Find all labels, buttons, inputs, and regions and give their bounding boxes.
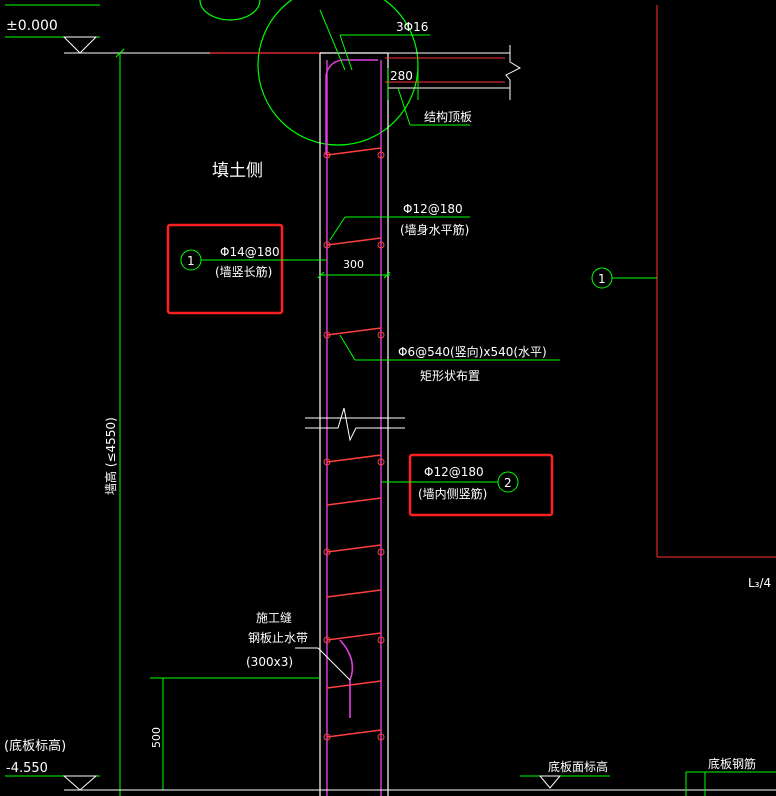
highlight-box-1 [166, 223, 284, 315]
joint-label-2: 钢板止水带 [248, 631, 308, 645]
callout-2: 2 Φ12@180 (墙内侧竖筋) [381, 453, 554, 517]
wall-thickness-dim: 300 [317, 258, 391, 279]
tie-bar-label: Φ6@540(竖向)x540(水平) [398, 344, 547, 359]
bar-ends [323, 151, 385, 741]
joint-label-1: 施工缝 [256, 610, 292, 625]
horiz-bar-label: Φ12@180 [403, 202, 463, 216]
dim-280: 280 [390, 69, 413, 83]
highlight-box-2 [408, 453, 554, 517]
rebar-top-callout: 3Φ16 [319, 9, 430, 71]
horizontal-bars [326, 147, 382, 738]
wall-height-dim: 墙高 (≤4550) [103, 48, 125, 796]
callout-1-spec: Φ14@180 [220, 245, 280, 259]
joint-label-3: (300x3) [246, 655, 293, 669]
partial-label: L₃/4 [748, 576, 771, 590]
roof-slab: 280 [385, 45, 522, 100]
horiz-bar-callout: Φ12@180 (墙身水平筋) [329, 202, 470, 241]
dim-500: 500 [150, 677, 320, 790]
callout-1: 1 Φ14@180 (墙竖长筋) [166, 223, 327, 315]
break-line [305, 407, 405, 442]
bottom-face-label: 底板面标高 [548, 759, 608, 774]
tie-bar-note: 矩形状布置 [420, 369, 480, 383]
horiz-bar-note: (墙身水平筋) [400, 222, 469, 237]
tie-bar-callout: Φ6@540(竖向)x540(水平) 矩形状布置 [339, 334, 560, 383]
callout-3-num: 1 [598, 272, 606, 286]
rebar-top-label: 3Φ16 [396, 20, 428, 34]
callout-2-num: 2 [504, 476, 512, 490]
slab-label: 结构顶板 [424, 109, 472, 124]
bottom-rebar-label: 底板钢筋 [708, 756, 756, 771]
callout-1-note: (墙竖长筋) [215, 264, 272, 279]
bottom-right-labels: 底板面标高 底板钢筋 [520, 756, 776, 796]
callout-2-note: (墙内侧竖筋) [418, 486, 487, 501]
elevation-bottom: (底板标高) -4.550 [4, 738, 776, 791]
elevation-top: ±0.000 [5, 4, 325, 54]
top-hook [325, 59, 378, 155]
dim-500-label: 500 [150, 727, 163, 748]
fill-side-label: 填土侧 [212, 161, 263, 181]
elevation-bottom-note: (底板标高) [4, 738, 66, 754]
wall-thickness-label: 300 [343, 258, 364, 271]
elevation-top-label: ±0.000 [6, 18, 58, 34]
callout-1-num: 1 [187, 254, 195, 268]
top-left-arc [199, 0, 261, 21]
wall-height-label: 墙高 (≤4550) [103, 417, 118, 495]
right-section: 1 L₃/4 [591, 5, 776, 590]
callout-2-spec: Φ12@180 [424, 465, 484, 479]
elevation-bottom-label: -4.550 [6, 761, 48, 776]
slab-callout: 结构顶板 [397, 87, 472, 126]
construction-joint: 施工缝 钢板止水带 (300x3) [246, 610, 354, 718]
detail-circle [257, 0, 419, 146]
